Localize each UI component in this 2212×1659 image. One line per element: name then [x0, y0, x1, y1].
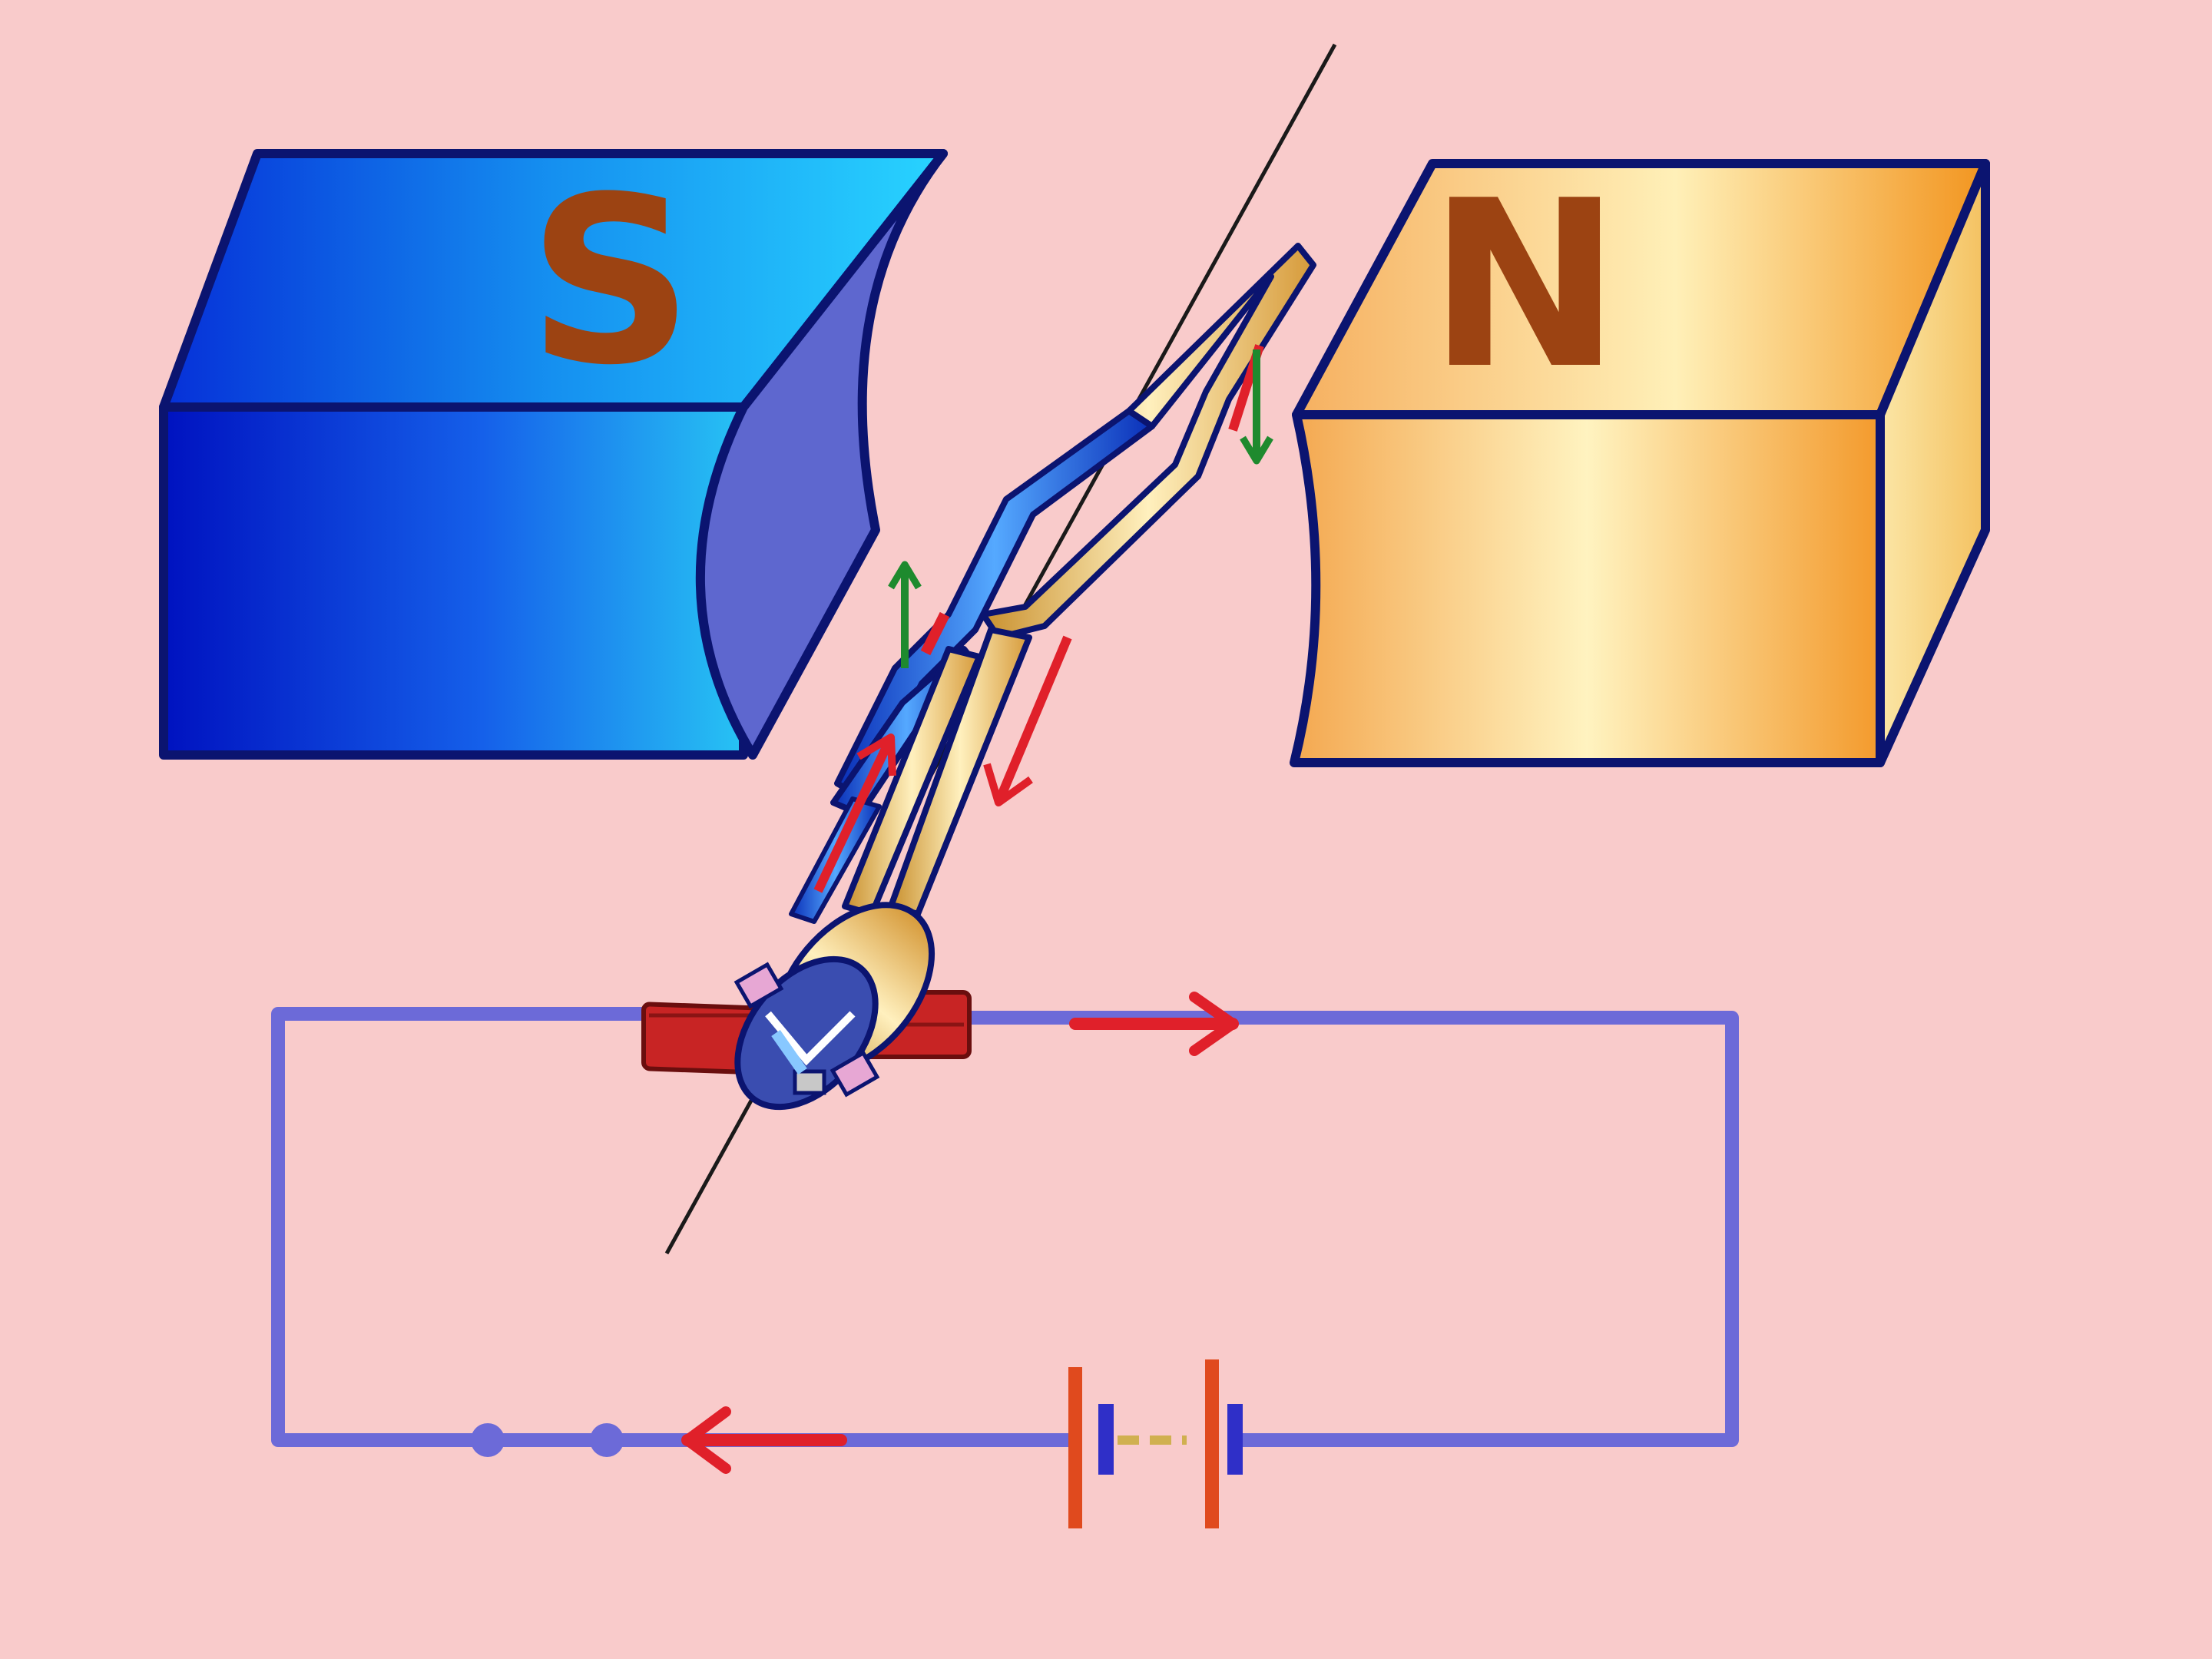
coil-current-arrow [813, 733, 896, 893]
wire-junction-dot [471, 1423, 505, 1457]
force-arrow-down [1240, 349, 1273, 465]
battery [1068, 1359, 1243, 1528]
force-arrow-up [888, 561, 922, 668]
commutator-split [771, 1029, 807, 1075]
north-magnet-top-face [1292, 159, 1990, 419]
wire-junction-dot [590, 1423, 624, 1457]
commutator-segment [733, 962, 784, 1009]
circuit-wire-right [956, 1011, 1739, 1447]
current-arrow-right [1069, 992, 1239, 1056]
north-magnet: N [1290, 151, 1990, 767]
south-pole-label: S [528, 147, 694, 416]
commutator-segment [793, 1069, 826, 1095]
coil-current-arrow [920, 611, 950, 656]
circuit-wire [271, 1007, 1071, 1447]
current-arrow-left [681, 1406, 847, 1474]
south-magnet-front-face [159, 402, 748, 760]
commutator-split [765, 1011, 856, 1066]
commutator [733, 902, 935, 1111]
north-pole-label: N [1428, 151, 1621, 419]
commutator-segment [830, 1050, 880, 1098]
coil-gold-side [980, 243, 1316, 641]
coil-current-arrow [983, 635, 1072, 806]
armature-coil [789, 243, 1316, 924]
north-magnet-front-face [1290, 410, 1885, 767]
south-magnet: S [159, 147, 948, 760]
south-magnet-concave-face [695, 149, 948, 760]
